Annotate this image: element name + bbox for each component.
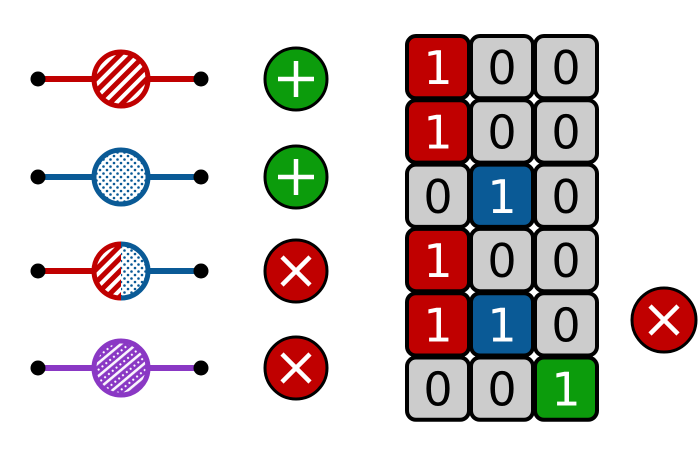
matrix-cell-value: 0 [487,363,516,417]
purple-patterned-disc [91,338,151,398]
plus-icon [263,144,329,210]
cross-icon [263,335,329,401]
cross-icon [263,238,329,304]
left-node [30,263,46,279]
matrix-cell [533,355,599,422]
blue-dotted-edge [30,147,209,207]
matrix-cell-value: 1 [487,298,516,352]
left-node [30,71,46,87]
cross-icon [630,286,698,354]
matrix-cell-value: 1 [551,363,580,417]
plus-icon [263,46,329,112]
dotted-disc [91,147,151,207]
matrix-cell-value: 0 [423,363,452,417]
matrix-cell-value: 0 [551,41,580,95]
matrix-cell-value: 1 [423,41,452,95]
right-node [193,71,209,87]
matrix-cell-value: 0 [487,234,516,288]
matrix-cell-value: 0 [487,105,516,159]
matrix-cell-value: 0 [551,105,580,159]
matrix-cell-value: 0 [551,234,580,288]
dotted-half-disc [121,241,151,301]
matrix-cell-value: 1 [423,234,452,288]
left-node [30,169,46,185]
red-striped-edge [30,49,209,109]
red-blue-mixed-edge [30,241,209,301]
striped-disc [91,49,151,109]
matrix-cell [533,226,599,294]
striped-half-disc [91,241,121,301]
right-node [193,263,209,279]
matrix-cell-value: 0 [551,170,580,224]
matrix-cell-value: 0 [487,41,516,95]
matrix-cell-value: 0 [423,170,452,224]
matrix-cell-value: 1 [487,170,516,224]
matrix-cell-value: 0 [551,298,580,352]
matrix-cell-value: 1 [423,105,452,159]
matrix-cell-value: 1 [423,298,452,352]
right-node [193,169,209,185]
purple-mixed-edge [30,338,209,398]
left-node [30,360,46,376]
right-node [193,360,209,376]
